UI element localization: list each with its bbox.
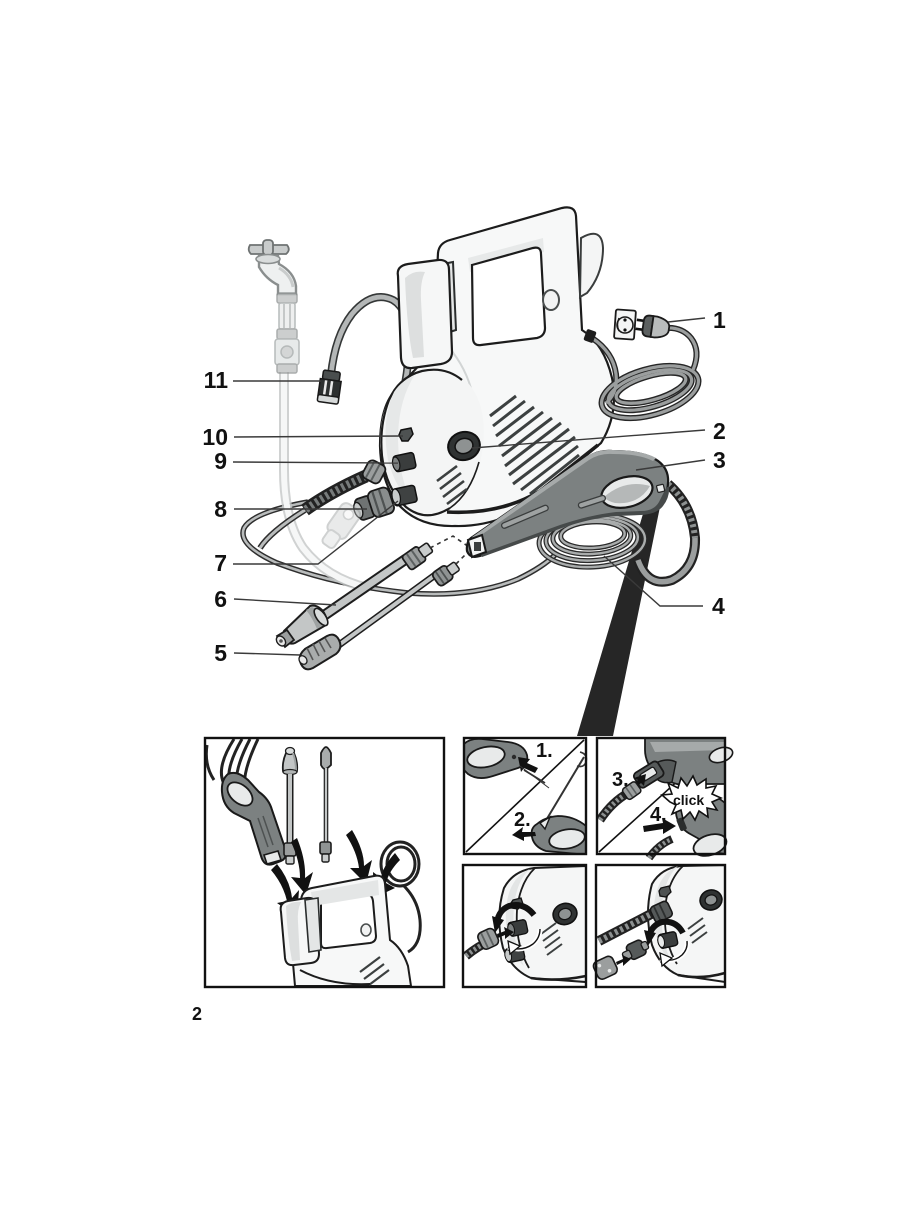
svg-text:2: 2 — [713, 418, 726, 444]
svg-text:6: 6 — [214, 586, 227, 612]
svg-text:8: 8 — [214, 496, 227, 522]
svg-text:4: 4 — [712, 593, 725, 619]
svg-text:1.: 1. — [536, 740, 553, 762]
svg-text:click: click — [673, 792, 704, 808]
svg-text:10: 10 — [202, 424, 228, 450]
svg-text:2: 2 — [192, 1004, 202, 1024]
svg-text:2.: 2. — [514, 809, 531, 831]
svg-text:1: 1 — [713, 307, 726, 333]
svg-text:9: 9 — [214, 448, 227, 474]
svg-text:3.: 3. — [612, 769, 629, 791]
svg-text:3: 3 — [713, 447, 726, 473]
svg-text:11: 11 — [204, 367, 229, 393]
svg-text:5: 5 — [214, 640, 227, 666]
svg-text:7: 7 — [214, 550, 227, 576]
